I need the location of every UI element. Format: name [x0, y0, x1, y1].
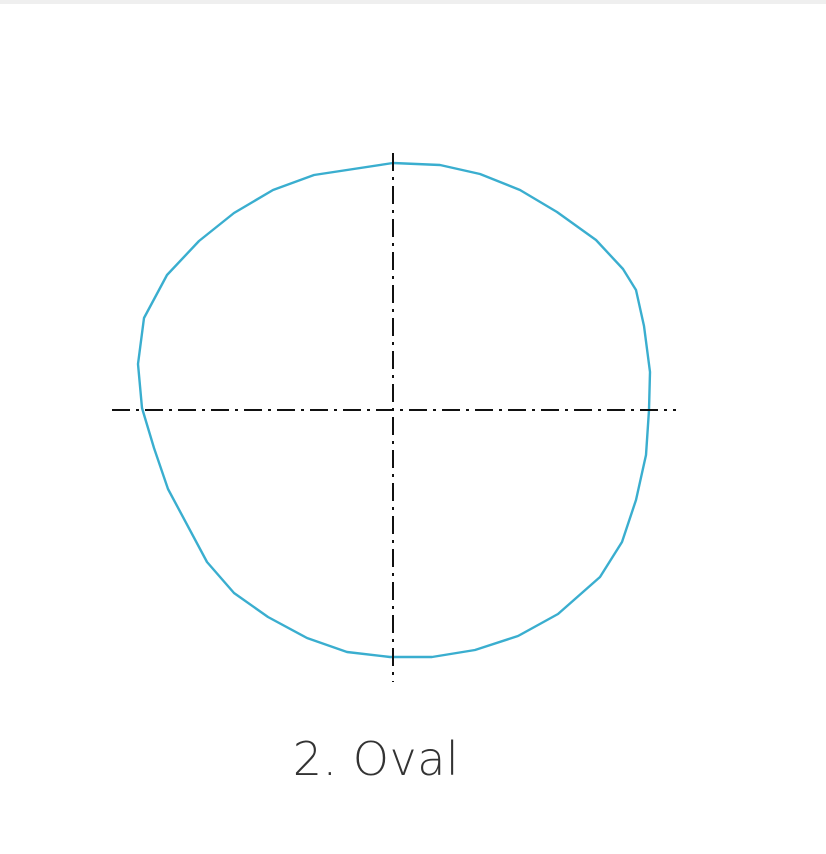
diagram-caption: 2. Oval: [292, 732, 460, 786]
oval-outline: [136, 161, 652, 659]
top-divider-strip: [0, 0, 826, 4]
